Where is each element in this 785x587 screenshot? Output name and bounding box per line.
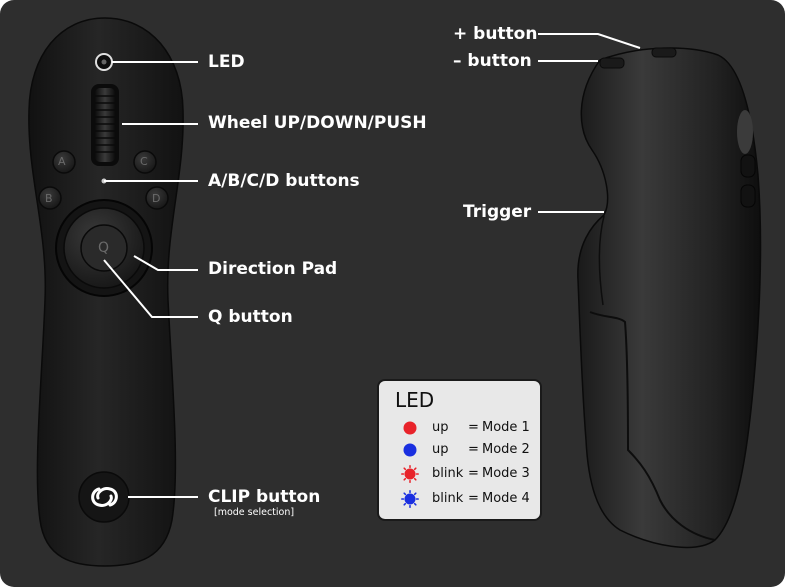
label-clip-sub: [mode selection] <box>214 507 295 518</box>
button-c-label: C <box>140 155 148 168</box>
red-blink-icon <box>401 465 419 483</box>
legend-eq: = <box>468 442 479 457</box>
label-minus-button: – button <box>453 51 532 71</box>
legend-row-mode4: blink = Mode 4 <box>379 487 540 509</box>
label-led: LED <box>208 52 245 72</box>
label-trigger: Trigger <box>463 202 532 222</box>
legend-eq: = <box>468 491 479 506</box>
led-legend: LED up = Mode 1 up = Mode 2 bli <box>377 379 542 521</box>
side-wheel <box>737 110 753 154</box>
legend-row-mode3: blink = Mode 3 <box>379 462 540 484</box>
button-c <box>133 150 157 174</box>
legend-state: up <box>432 442 449 457</box>
label-clip-button: CLIP button <box>208 487 321 507</box>
side-button-lower <box>740 184 756 208</box>
label-direction-pad: Direction Pad <box>208 259 338 279</box>
side-button-upper <box>740 154 756 178</box>
legend-state: blink <box>432 466 464 481</box>
label-q-button: Q button <box>208 307 293 327</box>
clip-logo-icon <box>91 487 118 507</box>
legend-row-mode2: up = Mode 2 <box>379 438 540 460</box>
legend-mode: Mode 3 <box>482 466 530 481</box>
legend-state: up <box>432 420 449 435</box>
legend-eq: = <box>468 420 479 435</box>
legend-row-mode1: up = Mode 1 <box>379 416 540 438</box>
side-minus-button <box>599 57 625 69</box>
legend-title: LED <box>395 388 435 412</box>
button-d-label: D <box>152 192 161 205</box>
button-b-label: B <box>45 192 53 205</box>
button-a-label: A <box>58 155 66 168</box>
legend-mode: Mode 2 <box>482 442 530 457</box>
button-a <box>52 150 76 174</box>
legend-mode: Mode 4 <box>482 491 530 506</box>
q-button <box>80 224 128 272</box>
button-d <box>145 186 169 210</box>
blue-blink-icon <box>401 490 419 508</box>
controller-side-body <box>577 47 762 549</box>
blue-dot-icon <box>403 443 417 457</box>
button-b <box>38 186 62 210</box>
side-plus-button <box>651 47 677 58</box>
legend-eq: = <box>468 466 479 481</box>
q-button-label: Q <box>98 240 110 256</box>
legend-state: blink <box>432 491 464 506</box>
red-dot-icon <box>403 421 417 435</box>
clip-button <box>78 471 130 523</box>
legend-mode: Mode 1 <box>482 420 530 435</box>
label-wheel: Wheel UP/DOWN/PUSH <box>208 113 427 133</box>
label-plus-button: + button <box>453 24 538 44</box>
label-abcd: A/B/C/D buttons <box>208 171 360 191</box>
